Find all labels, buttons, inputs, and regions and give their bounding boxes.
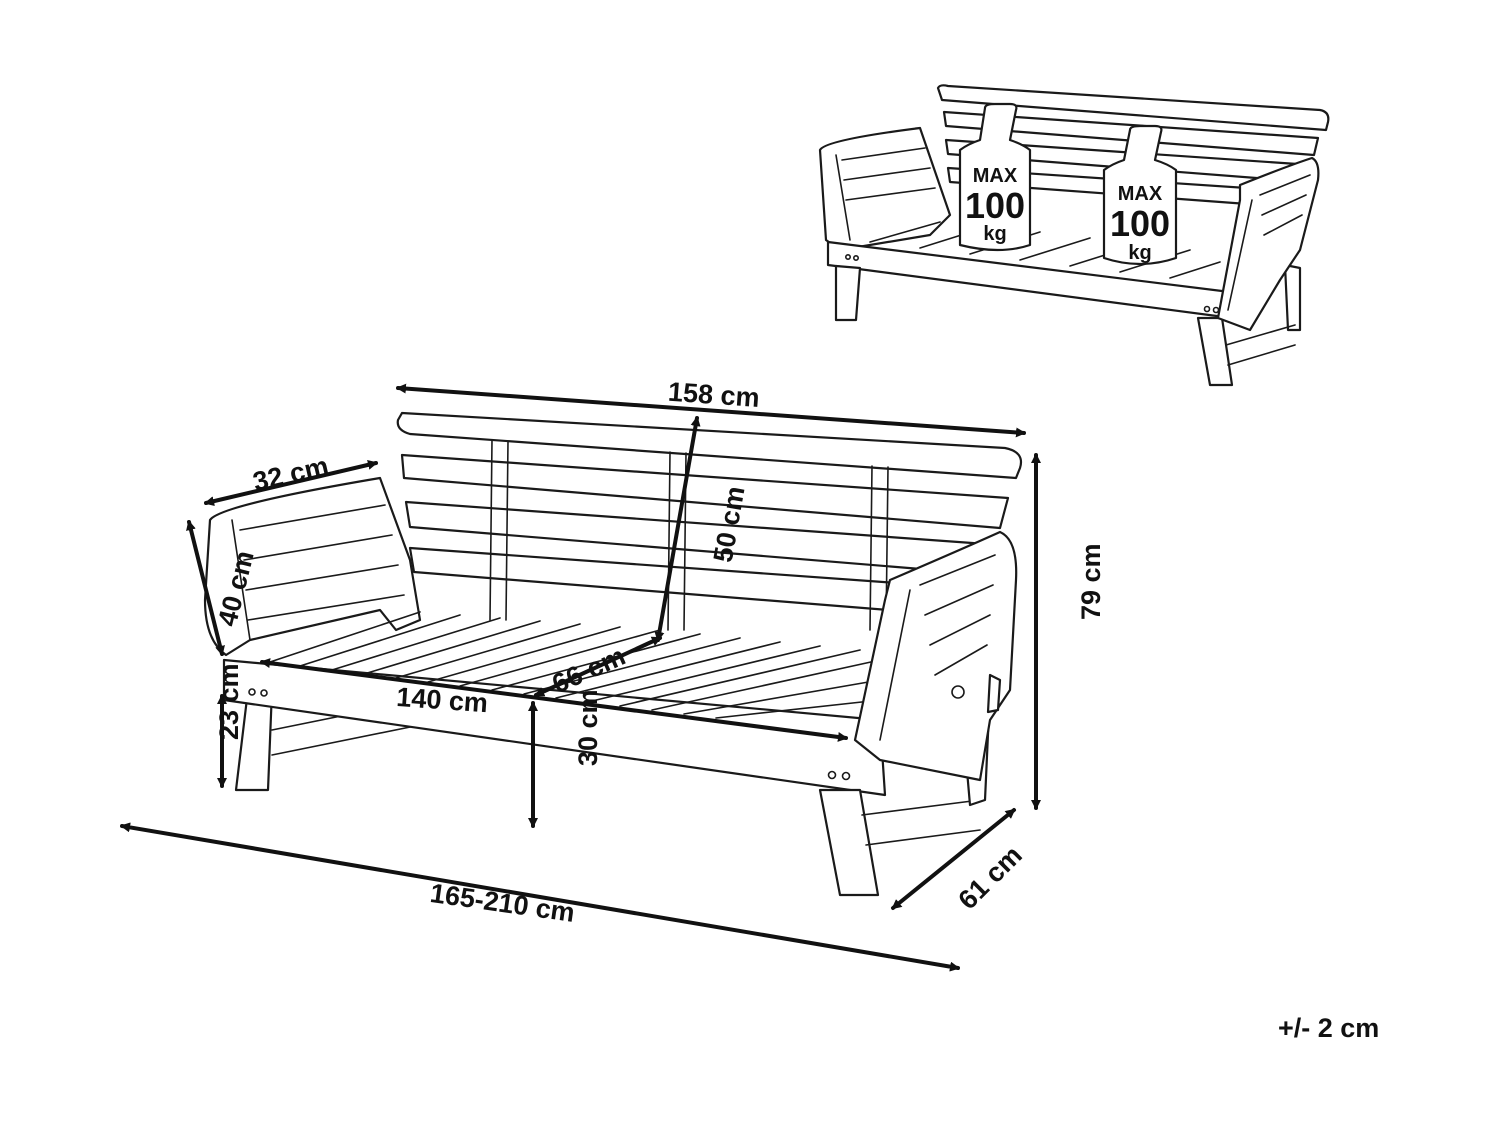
dim-total-height-label: 79 cm [1076,543,1106,620]
weight-icon: MAX 100 kg [958,102,1032,252]
dim-seat-height-label: 30 cm [573,689,603,766]
dim-seat-width-label: 140 cm [395,682,488,718]
dim-leg-height-label: 23 cm [214,663,244,740]
weight-unit-label: kg [983,223,1006,245]
dimension-arrows [120,383,1041,972]
dim-total-length-label: 165-210 cm [428,878,576,928]
weight-value-label: 100 [965,185,1025,226]
weight-max-label: MAX [1118,183,1163,205]
weight-value-label: 100 [1110,203,1170,244]
weight-unit-label: kg [1128,242,1151,264]
dim-back-width-label: 158 cm [667,377,760,413]
weight-icon: MAX 100 kg [1102,124,1178,266]
mini-bench-drawing: MAX 100 kg MAX 100 kg [818,84,1330,387]
weight-max-label: MAX [973,165,1018,187]
tolerance-note: +/- 2 cm [1278,1013,1379,1043]
